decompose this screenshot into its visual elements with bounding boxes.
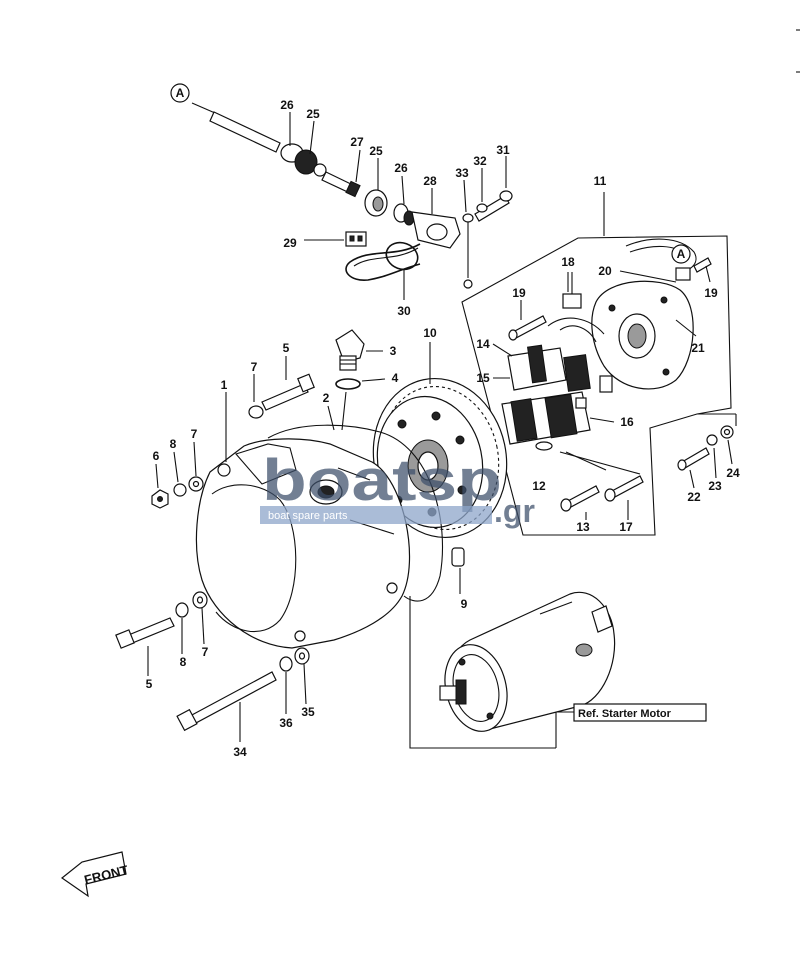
callout-7a: 7 xyxy=(251,360,258,374)
generator-cover xyxy=(195,424,443,649)
callout-15: 15 xyxy=(476,371,490,385)
callout-32: 32 xyxy=(473,154,487,168)
stator-assembly-box xyxy=(461,192,732,536)
callout-20: 20 xyxy=(598,264,612,278)
starter-motor xyxy=(439,591,616,732)
callout-33: 33 xyxy=(455,166,469,180)
front-direction-arrow: FRONT xyxy=(60,851,130,898)
callout-4: 4 xyxy=(392,371,399,385)
callout-22: 22 xyxy=(687,490,701,504)
callout-9: 9 xyxy=(461,597,468,611)
callout-35: 35 xyxy=(301,705,315,719)
filler-cap xyxy=(335,329,386,390)
callout-26a: 26 xyxy=(280,98,294,112)
callout-2: 2 xyxy=(323,391,330,405)
callout-1: 1 xyxy=(221,378,228,392)
callout-circle-A2 xyxy=(671,244,691,264)
callout-25a: 25 xyxy=(306,107,320,121)
cable-drive-assembly xyxy=(191,102,513,289)
flywheel-rotor xyxy=(372,342,508,539)
callout-18: 18 xyxy=(561,255,575,269)
callout-16: 16 xyxy=(620,415,634,429)
callout-34: 34 xyxy=(233,745,247,759)
callout-10: 10 xyxy=(423,326,437,340)
callout-7b: 7 xyxy=(191,427,198,441)
callout-14: 14 xyxy=(476,337,490,351)
callout-7c: 7 xyxy=(202,645,209,659)
leader-lines xyxy=(289,112,733,489)
cover-bolt-upper xyxy=(248,356,315,419)
callout-27: 27 xyxy=(350,135,364,149)
callout-30: 30 xyxy=(397,304,411,318)
watermark: boatsp .gr boat spare parts xyxy=(260,448,535,529)
watermark-brand: boatsp xyxy=(262,448,502,513)
callout-29: 29 xyxy=(283,236,297,250)
drive-gear xyxy=(280,143,327,177)
cover-bolt-lower xyxy=(115,591,208,676)
callout-13: 13 xyxy=(576,520,590,534)
callout-19a: 19 xyxy=(512,286,526,300)
ref-starter-motor-label: Ref. Starter Motor xyxy=(578,708,672,720)
watermark-tagline: boat spare parts xyxy=(268,510,348,522)
callout-8b: 8 xyxy=(180,655,187,669)
callout-5a: 5 xyxy=(283,341,290,355)
callout-31: 31 xyxy=(496,143,510,157)
callout-23: 23 xyxy=(708,479,722,493)
callout-3: 3 xyxy=(390,344,397,358)
callout-17: 17 xyxy=(619,520,633,534)
starter-reference: Ref. Starter Motor xyxy=(409,596,707,749)
watermark-tld: .gr xyxy=(494,493,535,529)
callout-circle-A xyxy=(170,83,190,103)
callout-6: 6 xyxy=(153,449,160,463)
callout-12: 12 xyxy=(532,479,546,493)
callout-28: 28 xyxy=(423,174,437,188)
callout-5b: 5 xyxy=(146,677,153,691)
callout-25b: 25 xyxy=(369,144,383,158)
long-cover-bolt xyxy=(176,647,310,742)
callout-11: 11 xyxy=(594,174,607,188)
callout-19b: 19 xyxy=(704,286,718,300)
callout-A2: A xyxy=(677,247,686,261)
cover-nut-washers xyxy=(151,392,227,509)
stator-fasteners xyxy=(677,413,737,471)
dowel-pin xyxy=(451,547,465,567)
callout-8a: 8 xyxy=(170,437,177,451)
callout-A: A xyxy=(176,86,185,100)
callout-26b: 26 xyxy=(394,161,408,175)
watermark-band xyxy=(260,506,492,524)
callout-24: 24 xyxy=(726,466,740,480)
callout-21: 21 xyxy=(691,341,705,355)
callout-36: 36 xyxy=(279,716,293,730)
